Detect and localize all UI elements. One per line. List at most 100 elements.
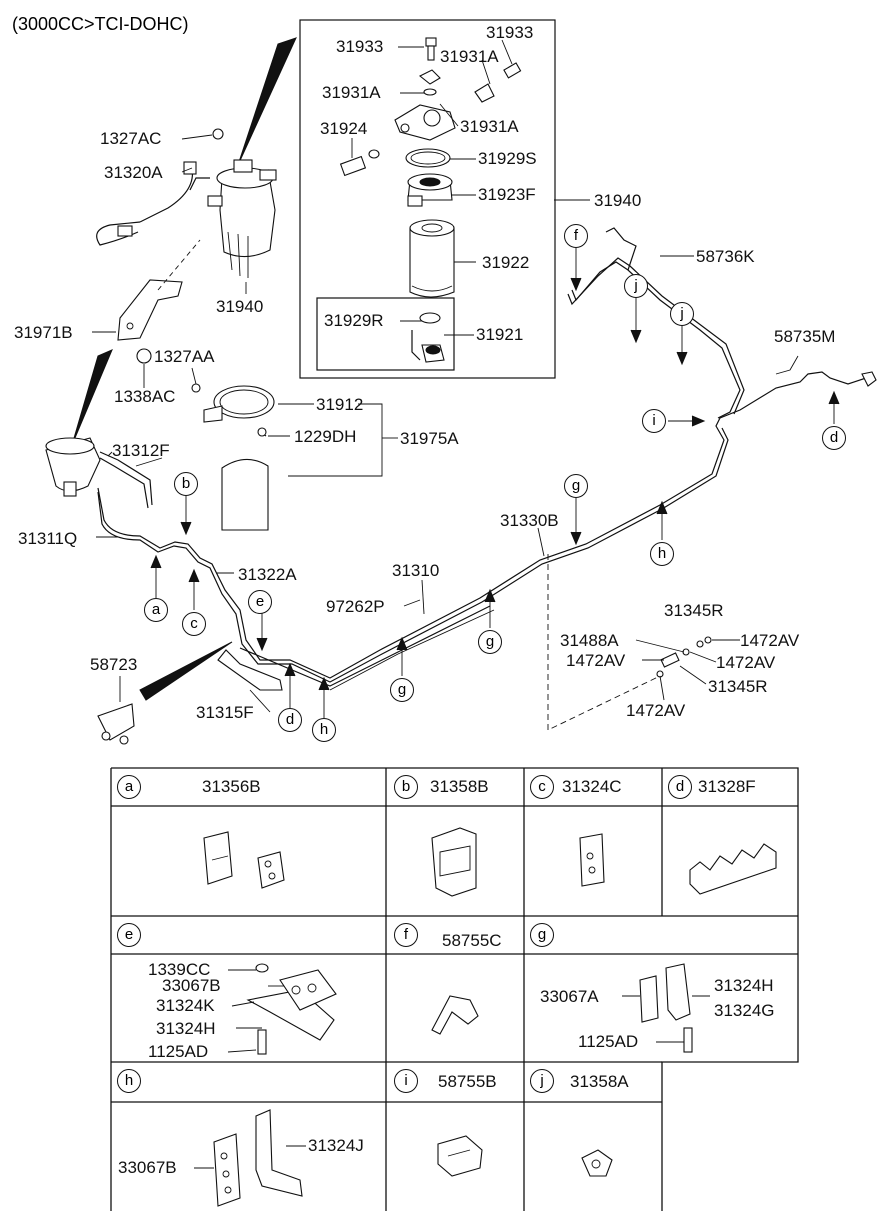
label-31924: 31924 — [320, 119, 368, 138]
filter-cartridge-31922 — [409, 219, 455, 298]
bolt-31933-b — [503, 62, 522, 79]
callout-d-right: d — [822, 426, 846, 450]
bracket-58736K — [605, 227, 637, 271]
nut-1338AC — [136, 348, 152, 364]
label-58723: 58723 — [90, 655, 138, 674]
label-31929S: 31929S — [478, 149, 537, 168]
table-g-33067A: 33067A — [540, 987, 599, 1006]
label-1472AV-a: 1472AV — [740, 631, 800, 650]
table-letter-d: d — [668, 775, 692, 799]
label-31933-a: 31933 — [336, 37, 384, 56]
clip-31328F-icon — [689, 843, 777, 895]
diagram-title: (3000CC>TCI-DOHC) — [12, 14, 189, 34]
label-31310: 31310 — [392, 561, 440, 580]
table-e-31324K: 31324K — [156, 996, 215, 1015]
callout-a: a — [144, 598, 168, 622]
label-31912: 31912 — [316, 395, 364, 414]
pointer-wedge-3 — [139, 641, 233, 701]
label-31933-b: 31933 — [486, 23, 534, 42]
table-part-58755B: 58755B — [438, 1072, 497, 1091]
label-1472AV-b: 1472AV — [566, 651, 626, 670]
table-letter-b: b — [394, 775, 418, 799]
table-g-1125AD: 1125AD — [578, 1032, 639, 1051]
bolt-1229DH — [257, 427, 267, 437]
table-letter-c: c — [530, 775, 554, 799]
label-31923F: 31923F — [478, 185, 536, 204]
table-e-31324H: 31324H — [156, 1019, 216, 1038]
label-31488A: 31488A — [560, 631, 619, 650]
callout-j: j — [624, 274, 648, 298]
callout-d: d — [278, 708, 302, 732]
label-31940: 31940 — [216, 297, 264, 316]
callout-h-right: h — [650, 542, 674, 566]
sensor-31921 — [411, 312, 445, 363]
callout-g-mid: g — [478, 630, 502, 654]
table-part-31358B: 31358B — [430, 777, 489, 796]
fuel-pump-left — [45, 437, 153, 509]
nut-1327AC — [212, 128, 224, 140]
table-g-31324H: 31324H — [714, 976, 774, 995]
callout-g-low: g — [390, 678, 414, 702]
label-31971B: 31971B — [14, 323, 73, 342]
clip-h-assembly-icon — [213, 1109, 303, 1207]
sensor-31924 — [339, 155, 367, 177]
table-part-31356B: 31356B — [202, 777, 261, 796]
table-letter-a: a — [117, 775, 141, 799]
label-31931A-a: 31931A — [440, 47, 499, 66]
label-31315F: 31315F — [196, 703, 254, 722]
label-31921: 31921 — [476, 325, 524, 344]
pad-31975A — [221, 458, 269, 531]
bracket-31315F — [217, 649, 283, 691]
label-31311Q: 31311Q — [18, 529, 78, 548]
clip-58755B-icon — [437, 1135, 483, 1177]
sensor-subbox — [316, 297, 455, 371]
table-part-31328F: 31328F — [698, 777, 756, 796]
clamp-31912 — [203, 385, 275, 423]
label-58735M: 58735M — [774, 327, 836, 346]
clip-e-assembly-icon — [246, 963, 337, 1055]
label-31922: 31922 — [482, 253, 530, 272]
label-31345R-b: 31345R — [708, 677, 768, 696]
filter-detail-box — [299, 19, 556, 379]
label-1472AV-c: 1472AV — [716, 653, 776, 672]
table-letter-h: h — [117, 1069, 141, 1093]
table-letter-f: f — [394, 923, 418, 947]
table-letter-i: i — [394, 1069, 418, 1093]
table-letter-j: j — [530, 1069, 554, 1093]
fuel-filter-assembly — [189, 159, 277, 278]
harness-31320A — [96, 161, 197, 246]
label-1327AA: 1327AA — [154, 347, 215, 366]
pointer-wedge-1 — [237, 37, 297, 166]
label-31330B: 31330B — [500, 511, 559, 530]
table-e-1339CC: 1339CC — [148, 960, 211, 979]
label-31345R-a: 31345R — [664, 601, 724, 620]
clip-g-assembly-icon — [639, 963, 693, 1053]
clip-58755C-icon — [431, 995, 479, 1035]
clip-31356B-icon — [203, 831, 285, 889]
washer-31931A — [418, 69, 441, 85]
table-part-31358A: 31358A — [570, 1072, 629, 1091]
heater-31923F — [407, 173, 453, 207]
label-1472AV-d: 1472AV — [626, 701, 686, 720]
clip-31324C-icon — [579, 833, 605, 887]
table-h-31324J: 31324J — [308, 1136, 364, 1155]
label-31931A-b: 31931A — [322, 83, 381, 102]
label-31322A: 31322A — [238, 565, 297, 584]
main-fuel-lines — [97, 371, 873, 691]
table-h-33067B: 33067B — [118, 1158, 177, 1177]
clip-31358B-icon — [431, 827, 477, 897]
label-97262P: 97262P — [326, 597, 385, 616]
table-letter-e: e — [117, 923, 141, 947]
table-e-33067B: 33067B — [162, 976, 221, 995]
clip-31358A-icon — [581, 1149, 613, 1177]
table-part-58755C: 58755C — [442, 931, 502, 950]
callout-f: f — [564, 224, 588, 248]
callout-h: h — [312, 718, 336, 742]
parts-table-grid — [110, 767, 799, 1211]
callout-g-top: g — [564, 474, 588, 498]
pointer-wedge-2 — [71, 349, 113, 446]
label-31940-right: 31940 — [594, 191, 642, 210]
table-e-1125AD: 1125AD — [148, 1042, 209, 1061]
